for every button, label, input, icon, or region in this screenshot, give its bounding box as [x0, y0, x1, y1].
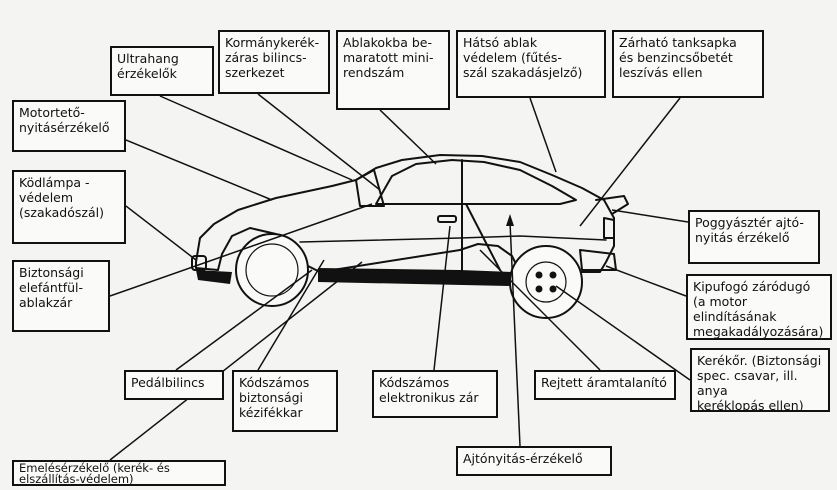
- leader-poggyaszter: [611, 209, 689, 223]
- label-kerekcsavar: Kerékőr. (Biztonsági spec. csavar, ill. …: [690, 348, 830, 412]
- arrow-head-ajtonyitas: [506, 214, 514, 226]
- rear-spoiler: [595, 195, 629, 215]
- leader-kodszamos-zar: [433, 225, 451, 371]
- leader-lines: [109, 93, 691, 461]
- leader-kodszamos-kezifekkar: [257, 259, 325, 371]
- label-kodszamos-zar: Kódszámos elektronikus zár: [372, 370, 498, 418]
- leader-elefantful: [109, 203, 373, 297]
- label-motorteto: Motortető- nyitásérzékelő: [12, 100, 126, 152]
- label-hatso-ablak: Hátsó ablak védelem (fűtés- szál szakadá…: [456, 30, 606, 98]
- leader-pedalbilincs: [175, 269, 313, 371]
- rear-wheel: [509, 245, 583, 319]
- side-strip: [299, 235, 607, 243]
- label-zarhato: Zárható tanksapka és benzincsőbetét lesz…: [612, 30, 764, 98]
- windshield: [355, 169, 385, 207]
- label-pedalbilincs: Pedálbilincs: [124, 370, 224, 400]
- label-biztonsagi-elefantful: Biztonsági elefántfül- ablakzár: [12, 260, 110, 332]
- label-poggyaszter: Poggyásztér ajtó- nyitás érzékelő: [688, 210, 820, 264]
- leader-kormanykerek: [257, 93, 381, 191]
- window-line: [375, 159, 577, 205]
- leader-motorteto: [125, 139, 273, 201]
- front-bumper-dark: [196, 270, 232, 284]
- leader-kodlampa: [125, 205, 197, 261]
- leader-ajtonyitas: [509, 221, 521, 447]
- door-handle: [437, 215, 457, 223]
- leader-kerekcsavar: [555, 285, 691, 381]
- label-ajtonyitas: Ajtónyitás-érzékelő: [456, 446, 612, 476]
- label-kodszamos-kezifekkar: Kódszámos biztonsági kézifékkar: [232, 370, 338, 432]
- front-wheel: [235, 233, 309, 307]
- rear-lights: [603, 217, 615, 239]
- label-ablakokba: Ablakokba be- maratott mini- rendszám: [336, 30, 450, 110]
- leader-hatso-ablak: [529, 97, 557, 173]
- label-emeles: Emelésérzékelő (kerék- és elszállítás-vé…: [12, 460, 226, 486]
- label-kodlampa: Ködlámpa - védelem (szakadószál): [12, 170, 126, 244]
- leader-rejtett: [479, 249, 601, 371]
- leader-emeles: [109, 261, 363, 461]
- label-ultrahang: Ultrahang érzékelők: [110, 46, 214, 96]
- label-kormanykerek: Kormánykerék- záras bilincs- szerkezet: [218, 30, 330, 94]
- rocker-panel: [318, 268, 512, 286]
- leader-ultrahang: [159, 95, 353, 181]
- leader-zarhato: [579, 97, 681, 227]
- label-kipufogo: Kipufogó záródugó (a motor elindításának…: [686, 274, 832, 340]
- leader-kipufogo: [605, 265, 687, 297]
- label-rejtett: Rejtett áramtalanító: [534, 370, 676, 400]
- car-body-outline: [195, 154, 615, 273]
- leader-ablakokba: [379, 109, 437, 165]
